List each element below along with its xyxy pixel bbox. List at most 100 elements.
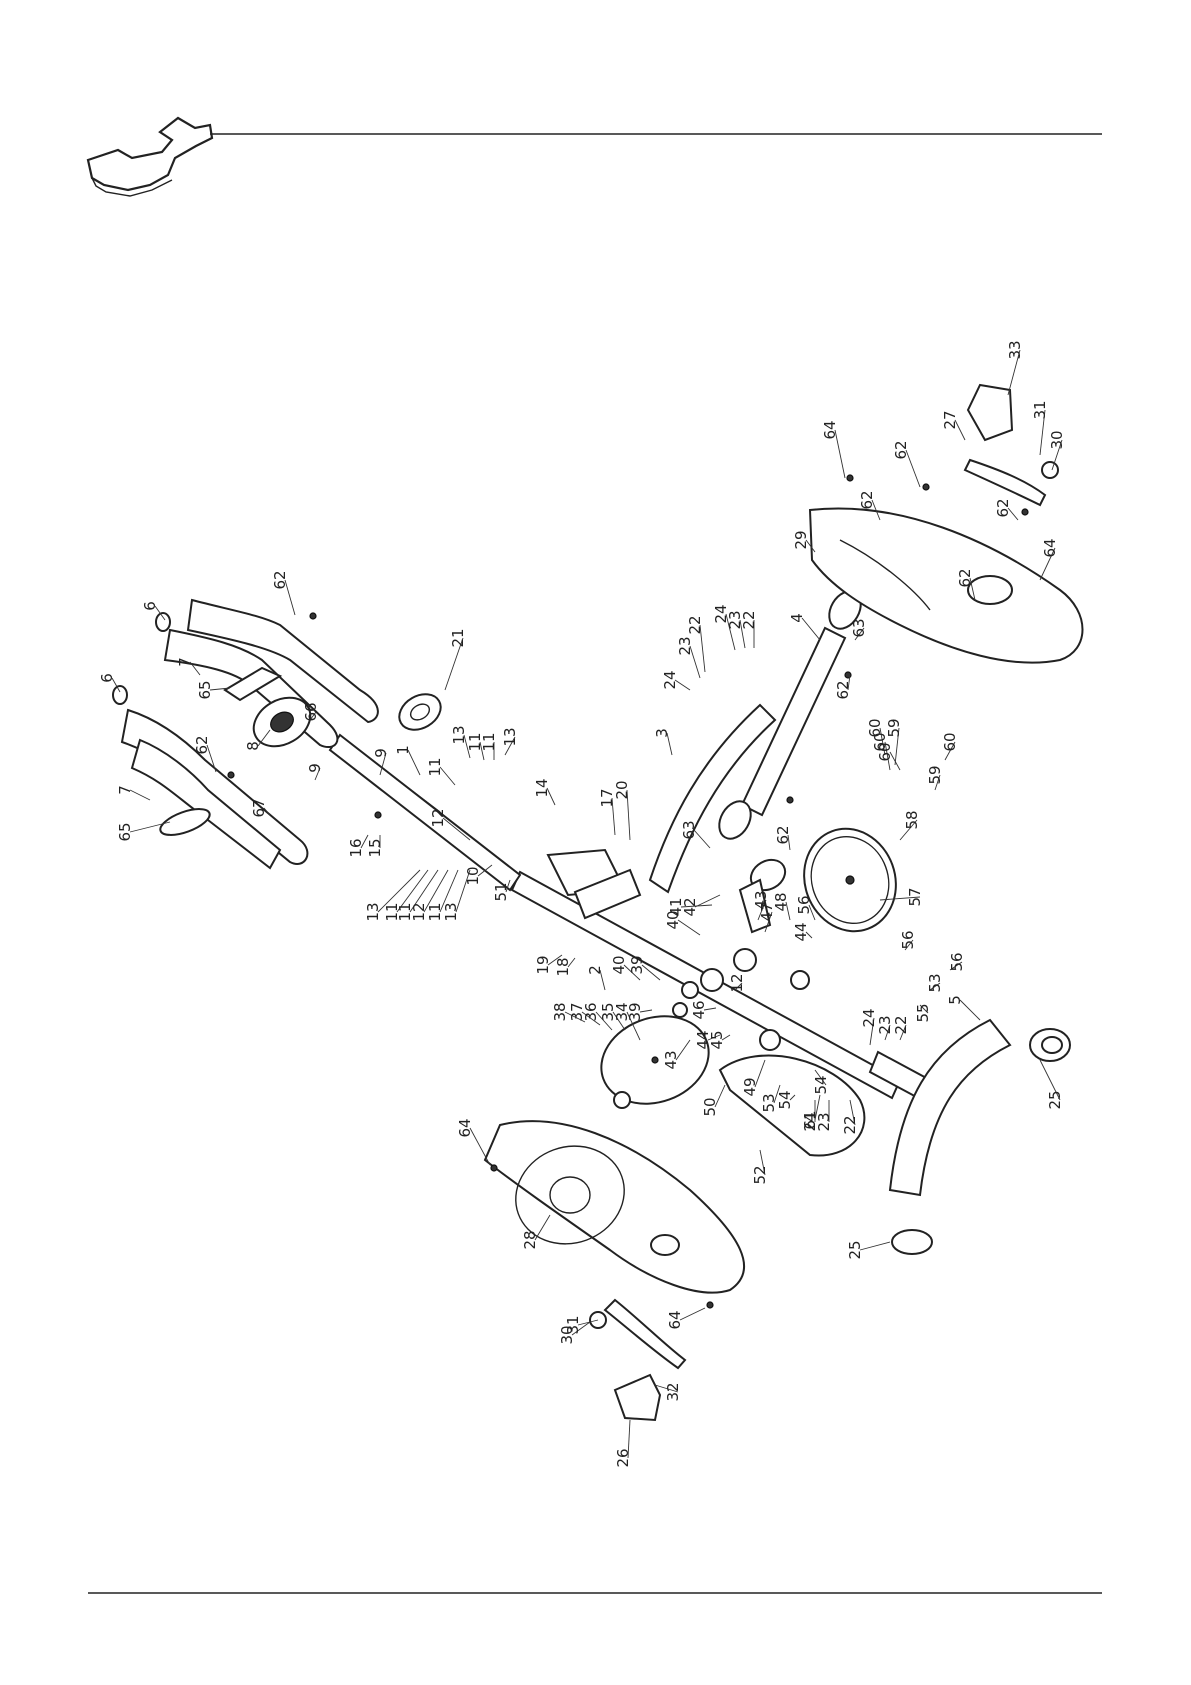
leader-line <box>1039 1059 1061 1101</box>
leader-line <box>675 1039 691 1061</box>
leader-line <box>612 1011 626 1031</box>
leader-line <box>567 957 576 968</box>
leader-line <box>949 961 963 971</box>
part-number-label: 64 <box>821 420 839 439</box>
part-number-label: 33 <box>1006 340 1024 359</box>
leader-line <box>284 579 296 616</box>
part-number-label: 1 <box>394 745 412 755</box>
leader-line <box>623 964 641 981</box>
leader-line <box>396 869 429 913</box>
part-number-label: 13 <box>364 902 382 921</box>
leader-line <box>929 982 941 991</box>
front-tube <box>718 590 862 840</box>
flywheel <box>803 827 897 933</box>
leader-line <box>564 1011 586 1023</box>
part-number-label: 65 <box>196 680 214 699</box>
seat-support <box>648 703 777 894</box>
leader-line <box>257 729 271 747</box>
part-number-label: 34 <box>613 1002 631 1021</box>
leader-line <box>714 1084 726 1108</box>
part-number-label: 60 <box>871 732 889 751</box>
leader-line <box>934 774 941 791</box>
part-number-label: 52 <box>751 1165 769 1184</box>
part-number-label: 63 <box>680 820 698 839</box>
leader-line <box>805 931 813 939</box>
part-number-label: 14 <box>533 778 551 797</box>
leader-line <box>703 1007 717 1011</box>
leader-line <box>854 627 865 641</box>
part-number-label: 59 <box>885 718 903 737</box>
part-number-label: 56 <box>948 952 966 971</box>
part-number-label: 11 <box>480 732 498 751</box>
leader-line <box>444 637 464 691</box>
part-number-label: 56 <box>795 895 813 914</box>
part-number-label: 55 <box>914 1003 932 1022</box>
part-number-label: 54 <box>812 1075 830 1094</box>
leader-line <box>889 751 901 771</box>
part-number-label: 40 <box>664 910 682 929</box>
part-number-label: 5 <box>946 995 964 1005</box>
leader-line <box>599 969 606 991</box>
leader-line <box>759 1149 766 1176</box>
part-number-label: 27 <box>941 410 959 429</box>
leader-line <box>757 899 767 921</box>
part-number-label: 25 <box>1046 1090 1064 1109</box>
part-number-label: 49 <box>741 1077 759 1096</box>
leader-line <box>209 687 231 691</box>
part-number-label: 7 <box>176 657 194 667</box>
leader-line <box>764 911 773 933</box>
part-number-label: 60 <box>866 718 884 737</box>
leader-line <box>674 679 691 691</box>
leader-line <box>773 1084 781 1104</box>
part-number-label: 39 <box>626 1002 644 1021</box>
leader-line <box>534 1214 551 1241</box>
part-number-label: 23 <box>676 636 694 655</box>
leader-line <box>379 752 387 776</box>
leader-line <box>504 736 516 756</box>
leader-line <box>423 869 449 913</box>
leader-line <box>189 661 201 676</box>
part-number-label: 16 <box>347 838 365 857</box>
part-number-label: 31 <box>564 1315 582 1334</box>
leader-line <box>546 787 556 806</box>
leader-line <box>787 834 791 851</box>
part-number-label: 21 <box>449 628 467 647</box>
leader-line <box>801 617 821 641</box>
part-number-label: 11 <box>426 902 444 921</box>
seat-post <box>328 733 522 892</box>
leader-line <box>849 1099 856 1126</box>
leader-lines <box>111 349 1063 1459</box>
leader-line <box>808 904 816 921</box>
leader-line <box>734 982 743 991</box>
part-number-label: 23 <box>876 1015 894 1034</box>
part-number-label: 24 <box>661 670 679 689</box>
leader-line <box>263 807 271 816</box>
leader-line <box>694 894 721 908</box>
part-number-label: 64 <box>456 1118 474 1137</box>
leader-line <box>959 999 981 1021</box>
leader-line <box>721 1034 731 1041</box>
leader-line <box>439 766 456 786</box>
leader-line <box>639 1009 653 1013</box>
part-number-label: 10 <box>464 866 482 885</box>
leader-line <box>595 1011 613 1031</box>
part-number-label: 11 <box>426 757 444 776</box>
leader-line <box>754 1059 766 1088</box>
part-number-label: 22 <box>892 1015 910 1034</box>
tension-knob <box>398 693 442 731</box>
leader-line <box>677 919 701 936</box>
part-number-label: 23 <box>815 1112 833 1131</box>
part-number-label: 9 <box>306 763 324 773</box>
part-number-label: 29 <box>792 530 810 549</box>
part-number-label: 13 <box>442 902 460 921</box>
leader-line <box>129 821 171 833</box>
leader-line <box>725 613 736 651</box>
crank-hardware <box>573 858 810 1109</box>
part-number-label: 43 <box>662 1050 680 1069</box>
part-number-label: 44 <box>694 1030 712 1049</box>
leader-line <box>954 419 966 441</box>
part-number-label: 18 <box>554 957 572 976</box>
leader-line <box>1039 409 1046 456</box>
leader-line <box>1007 507 1019 521</box>
